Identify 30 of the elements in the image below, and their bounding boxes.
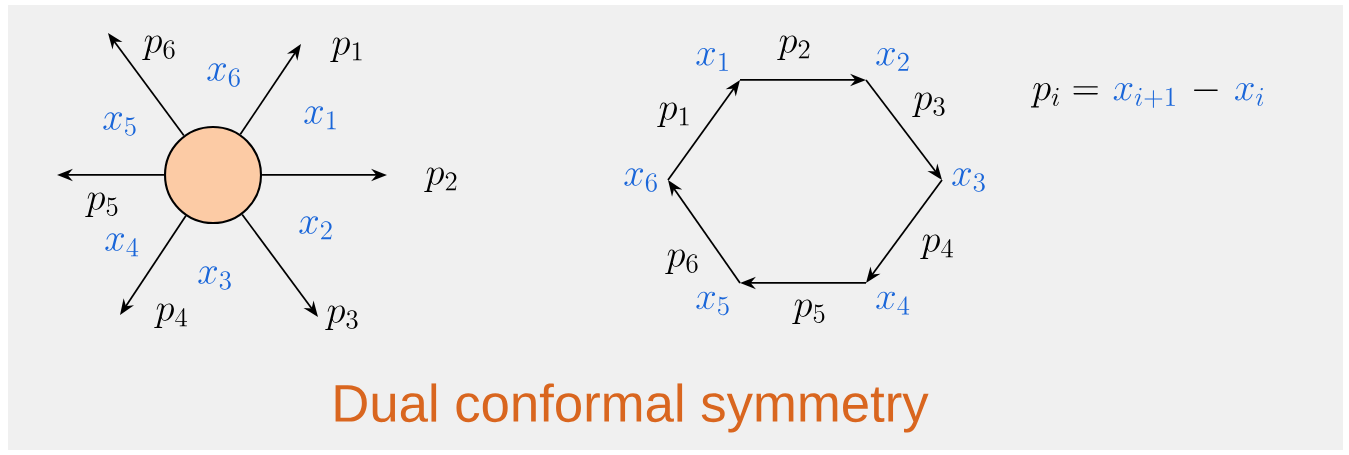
vertex-label: $x_{6}$ (624, 168, 657, 192)
region-label: $x_{2}$ (299, 216, 332, 240)
edge-label: $p_{6}$ (664, 248, 702, 276)
edge-label: $p_{4}$ (153, 302, 191, 330)
edge-label: $p_{2}$ (423, 166, 461, 194)
caption: Dual conformal symmetry (335, 383, 929, 433)
vertex-label: $x_{5}$ (696, 291, 729, 316)
edge-label: $p_{3}$ (324, 304, 362, 332)
region-label: $x_{3}$ (198, 266, 231, 290)
region-label: $x_{4}$ (105, 233, 139, 257)
formula-term: $p_{i} =$ (1030, 82, 1098, 108)
edge-label: $p_{5}$ (791, 298, 829, 326)
edge-label: $p_{6}$ (141, 34, 179, 62)
vertex-label: $x_{1}$ (696, 48, 728, 71)
formula-term: $x_{i+1}$ (1113, 82, 1175, 108)
blob-circle (163, 125, 263, 225)
edge-label: $p_{2}$ (776, 34, 814, 62)
region-label: $x_{1}$ (304, 106, 336, 130)
formula-term: $-$ (1194, 89, 1218, 92)
edge-label: $p_{1}$ (656, 101, 694, 129)
vertex-label: $x_{3}$ (952, 168, 985, 192)
vertex-label: $x_{4}$ (876, 291, 910, 315)
vertex-label: $x_{2}$ (876, 48, 909, 71)
region-label: $x_{6}$ (207, 63, 240, 87)
edge-label: $p_{5}$ (84, 191, 122, 219)
edge-label: $p_{3}$ (911, 91, 949, 119)
region-label: $x_{5}$ (103, 112, 136, 136)
edge-label: $p_{4}$ (919, 233, 957, 261)
edge-label: $p_{1}$ (329, 36, 367, 64)
formula-term: $x_{i}$ (1235, 82, 1264, 107)
